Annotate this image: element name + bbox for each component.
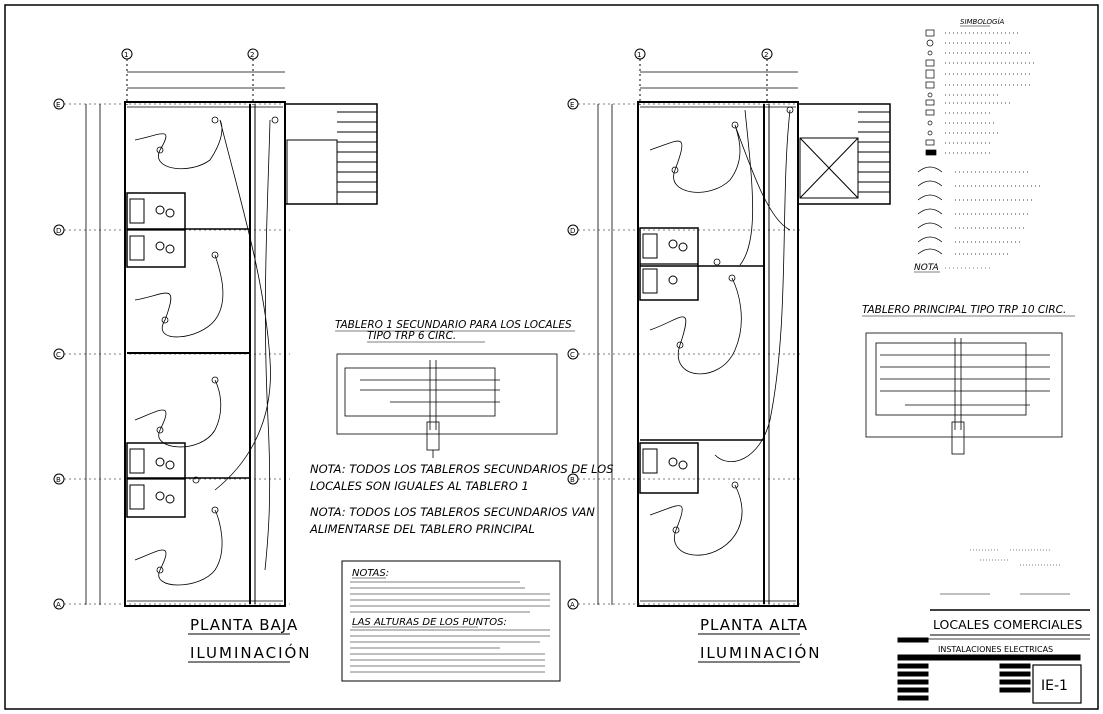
luminaire-symbols-upper [671, 106, 794, 534]
sheet-frame [4, 4, 1099, 710]
axis-label-row-a: A [56, 601, 61, 609]
axis-label-col-1-upper: 1 [637, 51, 641, 59]
notes-box-heading: NOTAS: [352, 568, 389, 579]
panel-secondary-diagram [336, 353, 558, 458]
plan-planta-alta [567, 48, 891, 610]
panel-secondary-title-line1: TABLERO 1 SECUNDARIO PARA LOS LOCALES [335, 319, 572, 331]
plan-subtitle-ground: ILUMINACIÓN [190, 643, 312, 662]
plan-title-upper: PLANTA ALTA [700, 616, 808, 634]
axis-label-row-c-upper: C [570, 351, 575, 359]
signature-lines [940, 549, 1070, 595]
axis-label-col-2-upper: 2 [764, 51, 768, 59]
axis-label-row-e-upper: E [570, 101, 574, 109]
axis-label-row-d: D [56, 227, 61, 235]
subject-title: INSTALACIONES ELECTRICAS [938, 645, 1053, 654]
axis-label-col-1: 1 [124, 51, 128, 59]
panel-secondary-title-line2: TIPO TRP 6 CIRC. [367, 330, 456, 342]
note-1-line1: NOTA: TODOS LOS TABLEROS SECUNDARIOS DE … [310, 462, 614, 476]
panel-main-diagram [865, 332, 1063, 455]
wiring-run [134, 119, 271, 586]
notes-box [341, 560, 561, 682]
axis-label-col-2: 2 [250, 51, 254, 59]
luminaire-symbols-ground [156, 116, 279, 574]
axis-label-row-d-upper: D [570, 227, 575, 235]
legend-symbols [917, 29, 1040, 255]
axis-label-row-e: E [56, 101, 60, 109]
bathroom-block-upper-floor-2 [639, 442, 699, 494]
axis-label-row-c: C [56, 351, 61, 359]
axis-label-row-b: B [56, 476, 61, 484]
plan-title-ground: PLANTA BAJA [190, 616, 298, 634]
axis-label-row-b-upper: B [570, 476, 575, 484]
panel-main-title: TABLERO PRINCIPAL TIPO TRP 10 CIRC. [862, 304, 1066, 316]
plan-planta-baja [53, 48, 378, 610]
plan-subtitle-upper: ILUMINACIÓN [700, 643, 822, 662]
note-2-line2: ALIMENTARSE DEL TABLERO PRINCIPAL [309, 522, 535, 536]
stair-upper [797, 103, 891, 205]
legend-nota-label: NOTA [914, 263, 939, 273]
axis-label-row-a-upper: A [570, 601, 575, 609]
note-2-line1: NOTA: TODOS LOS TABLEROS SECUNDARIOS VAN [310, 505, 595, 519]
legend-heading: SIMBOLOGÍA [960, 17, 1005, 26]
stair-ground [284, 103, 378, 205]
axis-labels: 1 2 1 2 E D C B A E D C B A [56, 51, 768, 609]
title-block [897, 609, 1090, 704]
notes-box-subheading: LAS ALTURAS DE LOS PUNTOS: [352, 617, 507, 628]
sheet-code: IE-1 [1041, 678, 1068, 694]
note-1-line2: LOCALES SON IGUALES AL TABLERO 1 [310, 479, 529, 493]
project-title: LOCALES COMERCIALES [933, 617, 1083, 632]
bathroom-block-lower [126, 442, 186, 518]
wiring-run-upper [649, 109, 791, 556]
